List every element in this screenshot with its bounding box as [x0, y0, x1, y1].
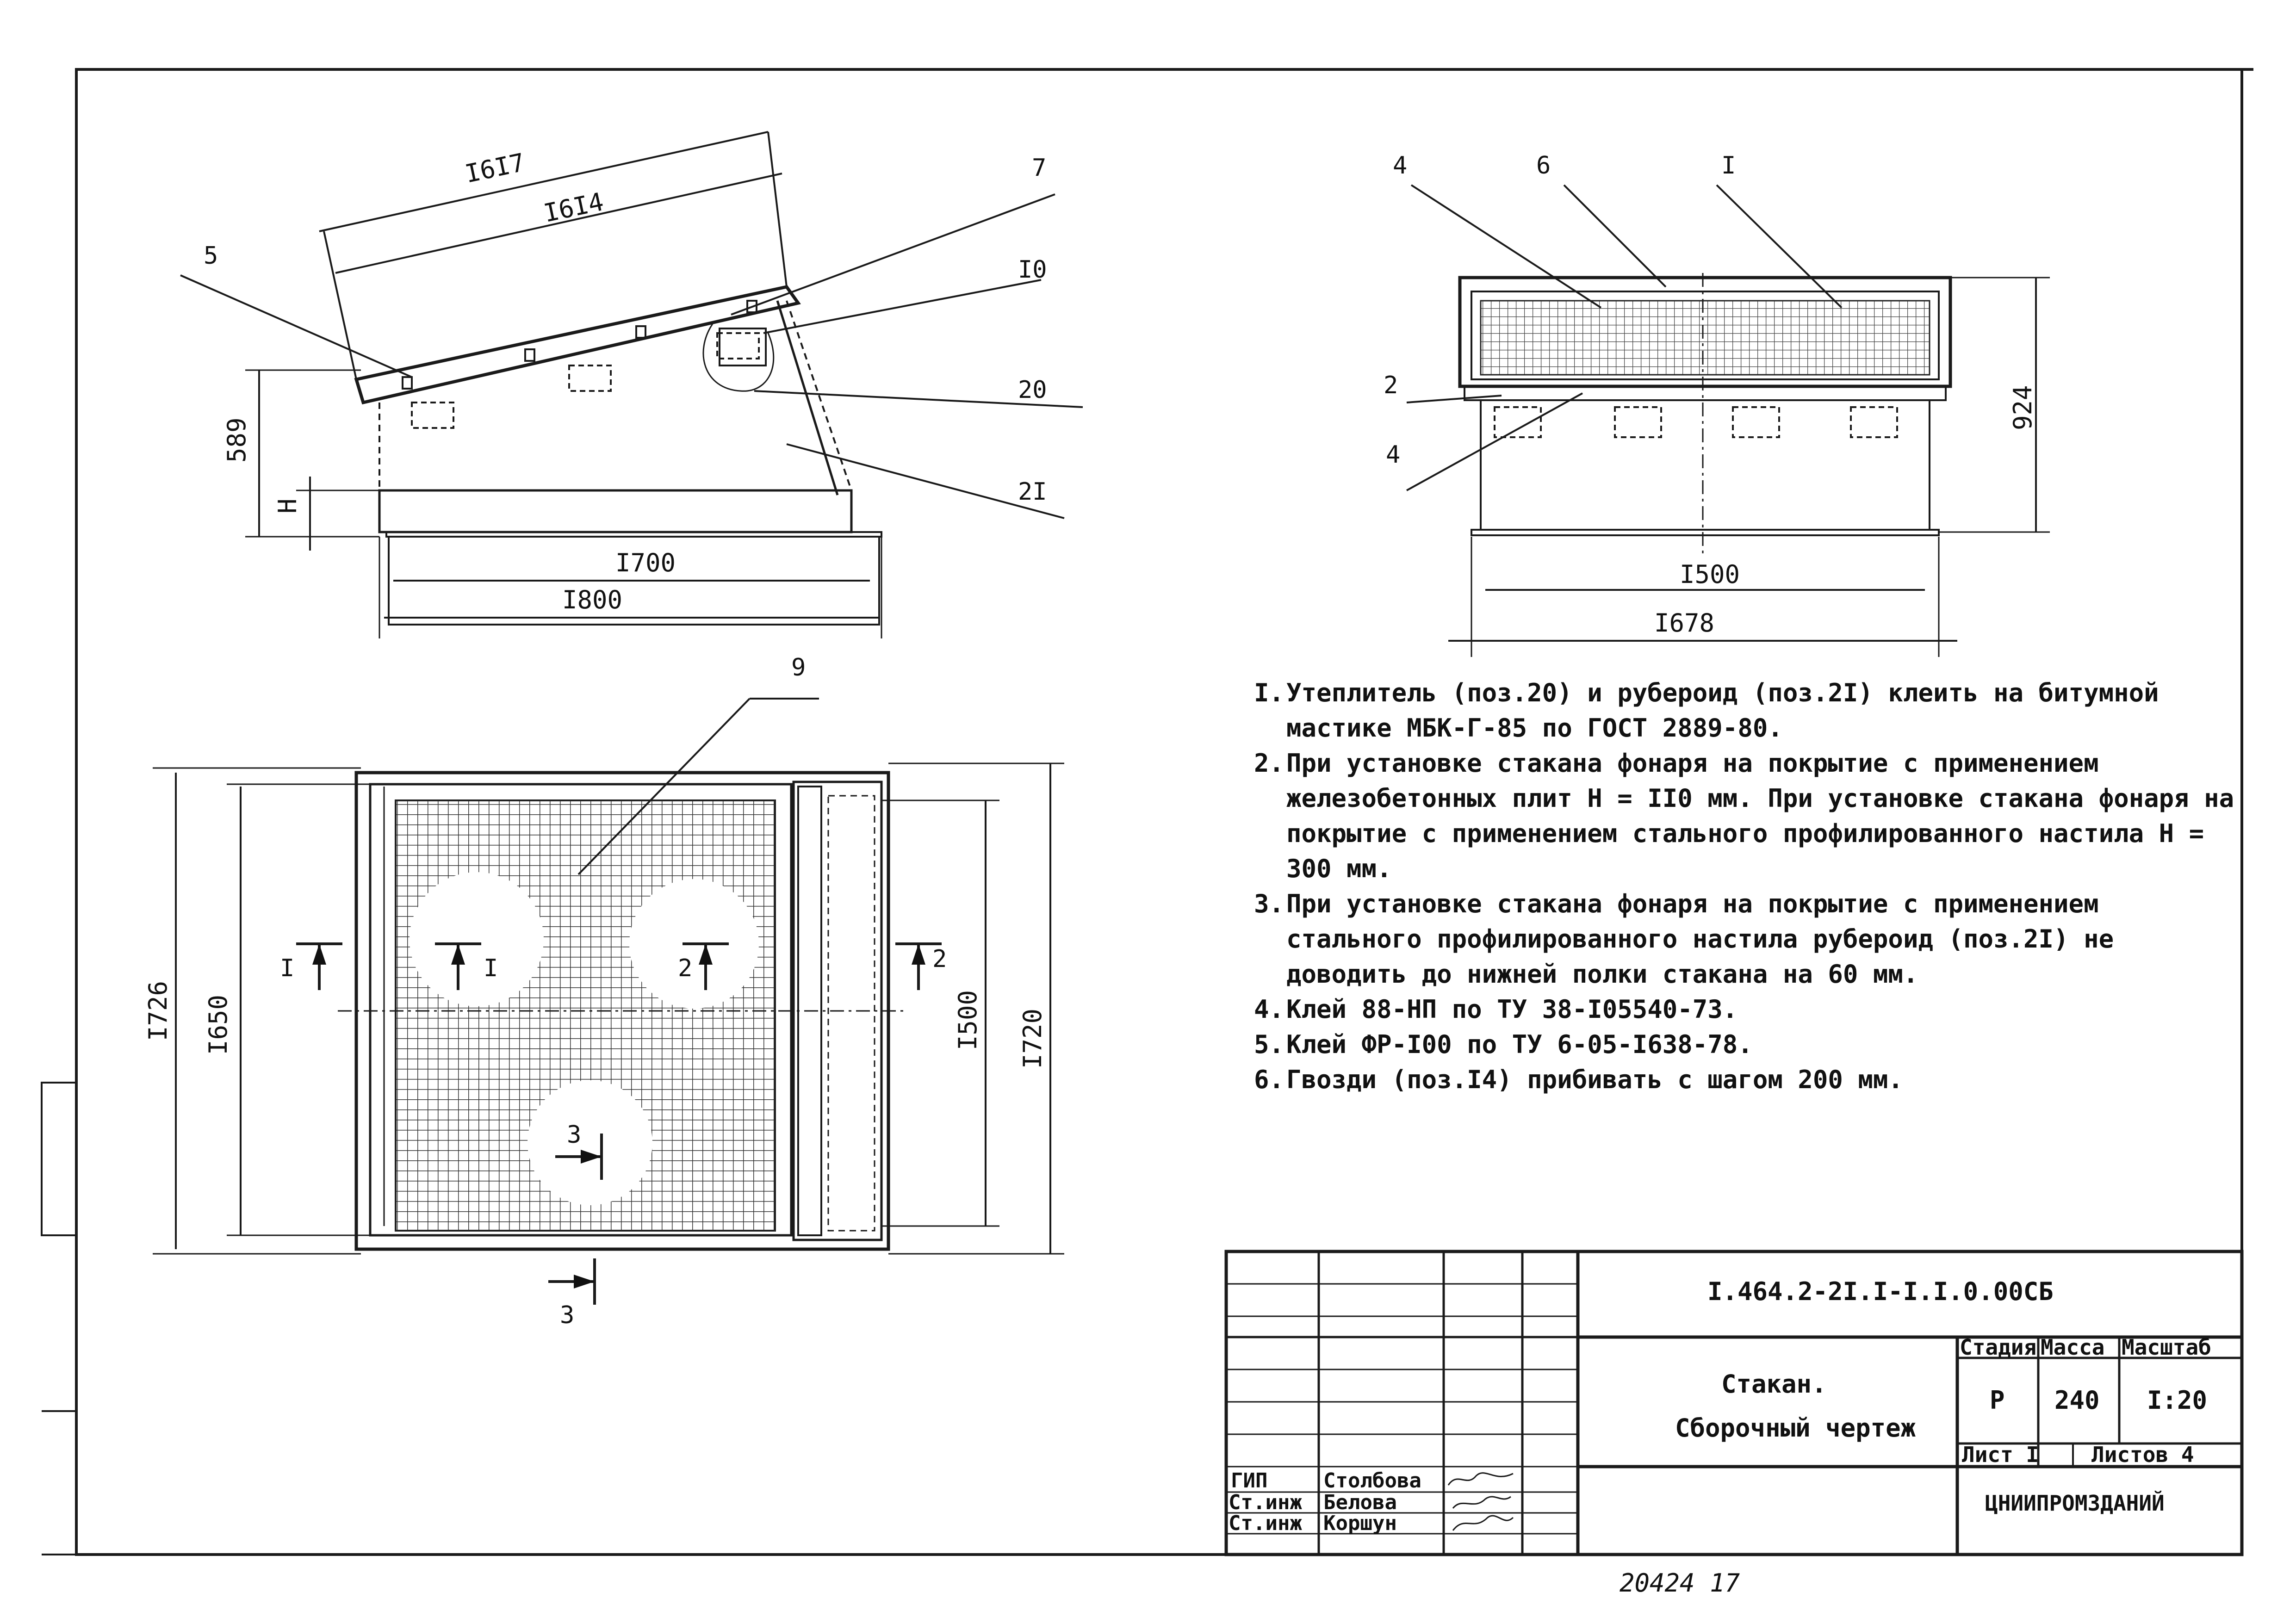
- title-line-2: Сборочный чертеж: [1675, 1413, 1916, 1443]
- sheets-value: Листов 4: [2091, 1442, 2194, 1467]
- callout-9: 9: [791, 654, 806, 681]
- col-stage: Стадия: [1960, 1335, 2036, 1360]
- note-number: 6.: [1254, 1065, 1285, 1094]
- dim-side-h: H: [273, 498, 302, 514]
- note-number: 3.: [1254, 889, 1285, 918]
- section-label-1: I: [280, 954, 294, 982]
- org-name: ЦНИИПРОМЗДАНИЙ: [1985, 1491, 2165, 1516]
- section-label-2: 2: [678, 954, 692, 982]
- section-label-2b: 2: [932, 945, 947, 973]
- section-marker-1: I: [280, 942, 342, 990]
- dim-plan-outer-left: I726: [143, 981, 173, 1041]
- note-item: I.Утеплитель (поз.20) и рубероид (поз.2I…: [1254, 675, 2249, 746]
- role-2: Ст.инж: [1229, 1491, 1302, 1514]
- front-view: 924 I500 I678 4 6 I 2 4: [1384, 152, 2050, 657]
- scale-value: I:20: [2147, 1386, 2207, 1415]
- note-number: 4.: [1254, 995, 1285, 1024]
- name-2: Белова: [1323, 1491, 1397, 1514]
- dim-top-outer: I6I7: [463, 148, 527, 189]
- note-item: 6.Гвозди (поз.I4) прибивать с шагом 200 …: [1254, 1062, 2249, 1097]
- section-label-3: 3: [567, 1121, 581, 1149]
- note-text: Клей ФР-I00 по ТУ 6-05-I638-78.: [1286, 1030, 1753, 1059]
- section-label-1b: I: [484, 954, 498, 982]
- dim-plan-outer-right: I720: [1018, 1009, 1047, 1069]
- note-number: 2.: [1254, 749, 1285, 778]
- callout-5: 5: [204, 242, 218, 270]
- name-1: Столбова: [1323, 1469, 1421, 1493]
- note-number: I.: [1254, 678, 1285, 707]
- dim-plan-inner-right: I500: [953, 990, 982, 1050]
- dim-base-inner: I700: [615, 548, 676, 577]
- dim-base-outer: I800: [562, 585, 622, 614]
- note-item: 2.При установке стакана фонаря на покрыт…: [1254, 746, 2249, 886]
- stage-value: Р: [1990, 1386, 2005, 1415]
- col-mass: Масса: [2041, 1335, 2104, 1360]
- signature-1: [1447, 1472, 1514, 1486]
- section-marker-2: 2: [678, 942, 729, 990]
- signature-3: [1452, 1515, 1514, 1531]
- note-number: 5.: [1254, 1030, 1285, 1059]
- callout-21: 2I: [1018, 478, 1047, 506]
- dim-top-inner: I6I4: [541, 187, 606, 228]
- notes-list: I.Утеплитель (поз.20) и рубероид (поз.2I…: [1254, 675, 2249, 1097]
- title-line-1: Стакан.: [1721, 1369, 1827, 1399]
- mass-value: 240: [2054, 1386, 2100, 1415]
- callout-front-4b: 4: [1386, 441, 1400, 469]
- role-1: ГИП: [1231, 1469, 1267, 1493]
- callout-front-2: 2: [1384, 372, 1398, 399]
- note-text: При установке стакана фонаря на покрытие…: [1286, 749, 2234, 883]
- section-marker-3: 3: [555, 1121, 603, 1180]
- dim-front-outer: I678: [1654, 608, 1714, 638]
- note-item: 4.Клей 88-НП по ТУ 38-I05540-73.: [1254, 992, 2249, 1027]
- note-text: При установке стакана фонаря на покрытие…: [1286, 889, 2114, 989]
- signature-2: [1452, 1496, 1511, 1509]
- drawing-frame: [41, 68, 2253, 1556]
- notes-block: I.Утеплитель (поз.20) и рубероид (поз.2I…: [1254, 675, 2249, 1097]
- side-view: I6I7 I6I4 589 H I700 I800: [180, 131, 1083, 638]
- dim-front-inner: I500: [1680, 560, 1740, 589]
- title-block: I.464.2-2I.I-I.I.0.00СБ Стакан. Сборочны…: [1224, 1250, 2244, 1556]
- callout-10: I0: [1018, 256, 1047, 284]
- name-3: Коршун: [1323, 1511, 1397, 1535]
- note-text: Гвозди (поз.I4) прибивать с шагом 200 мм…: [1286, 1065, 1903, 1094]
- role-3: Ст.инж: [1229, 1511, 1302, 1535]
- note-item: 5.Клей ФР-I00 по ТУ 6-05-I638-78.: [1254, 1027, 2249, 1062]
- section-marker-3b: 3: [548, 1258, 596, 1329]
- doc-code: I.464.2-2I.I-I.I.0.00СБ: [1707, 1277, 2054, 1306]
- callout-front-1: I: [1721, 152, 1736, 180]
- dim-side-height: 589: [222, 417, 251, 463]
- section-marker-2b: 2: [895, 942, 947, 990]
- callout-front-6: 6: [1536, 152, 1551, 180]
- section-label-3b: 3: [560, 1301, 574, 1329]
- callout-20: 20: [1018, 376, 1047, 404]
- col-scale: Масштаб: [2122, 1335, 2211, 1360]
- footer-handwritten: 20424 17: [1620, 1568, 1740, 1598]
- dim-front-height: 924: [2008, 385, 2037, 430]
- callout-7: 7: [1032, 154, 1046, 182]
- note-item: 3.При установке стакана фонаря на покрыт…: [1254, 886, 2249, 992]
- note-text: Клей 88-НП по ТУ 38-I05540-73.: [1286, 995, 1738, 1024]
- dim-plan-inner-left: I650: [204, 995, 233, 1055]
- section-marker-1b: I: [435, 942, 498, 990]
- sheet-value: Лист I: [1962, 1442, 2039, 1467]
- plan-view: I726 I650 I500 I720 I I 2: [143, 654, 1064, 1329]
- callout-front-4: 4: [1393, 152, 1407, 180]
- note-text: Утеплитель (поз.20) и рубероид (поз.2I) …: [1286, 678, 2159, 743]
